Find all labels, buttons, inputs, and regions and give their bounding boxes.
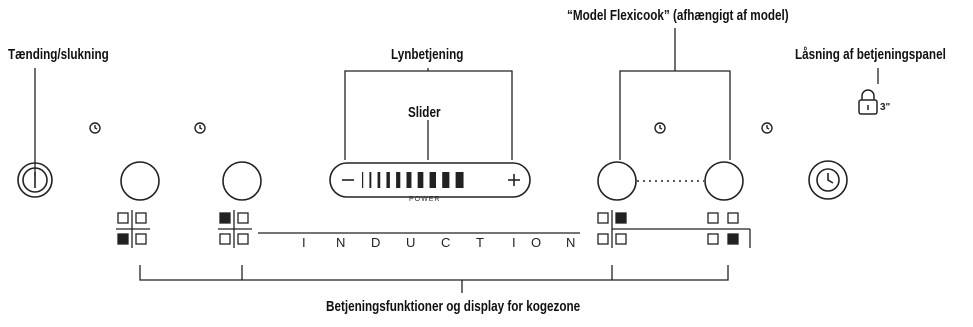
- zone-button-3: [597, 161, 637, 201]
- induction-letter: T: [476, 235, 484, 250]
- label-flexicook: “Model Flexicook” (afhængigt af model): [567, 7, 789, 24]
- slider-level-bars: [362, 172, 464, 188]
- induction-letter: C: [441, 235, 451, 250]
- zone-display-1: [116, 210, 150, 248]
- callout-zone-bracket: [139, 265, 729, 281]
- power-button: [17, 162, 53, 198]
- timer-icon: [761, 122, 773, 134]
- power-slider: [329, 162, 531, 198]
- induction-letter: I: [302, 235, 306, 250]
- callout-flexi-bracket: [619, 70, 731, 160]
- slider-level-bar: [417, 172, 424, 188]
- slider-level-bar: [429, 172, 436, 188]
- callout-quick-bracket: [344, 70, 513, 160]
- lock-duration: 3": [880, 102, 891, 113]
- timer-icon: [654, 122, 666, 134]
- label-slider: Slider: [408, 104, 441, 121]
- slider-level-bar: [362, 172, 364, 188]
- label-quick-control: Lynbetjening: [391, 46, 464, 63]
- zone-button-1: [120, 161, 160, 201]
- slider-level-bar: [396, 172, 401, 188]
- label-power-switch: Tænding/slukning: [8, 46, 109, 63]
- slider-level-bar: [406, 172, 412, 188]
- zone-display-2: [218, 210, 252, 248]
- label-panel-lock: Låsning af betjeningspanel: [795, 46, 946, 63]
- slider-level-bar: [386, 172, 390, 188]
- induction-letter: O: [531, 235, 542, 250]
- timer-button: [808, 160, 848, 200]
- label-zone-controls: Betjeningsfunktioner og display for koge…: [326, 298, 581, 315]
- zone-button-4: [704, 161, 744, 201]
- zone-display-3: [597, 210, 751, 248]
- timer-icon: [89, 122, 101, 134]
- slider-level-bar: [455, 172, 464, 188]
- slider-level-bar: [442, 172, 450, 188]
- padlock-icon: [858, 89, 878, 115]
- induction-letter: N: [336, 235, 346, 250]
- timer-icon: [194, 122, 206, 134]
- zone-display-4: [707, 212, 739, 245]
- induction-letter: N: [566, 235, 576, 250]
- induction-letter: U: [406, 235, 416, 250]
- induction-letter: I: [512, 235, 516, 250]
- zone-button-2: [222, 161, 262, 201]
- slider-level-bar: [369, 172, 372, 188]
- induction-letter: D: [371, 235, 381, 250]
- power-text: POWER: [409, 196, 441, 203]
- induction-text: I N D U C T I O N: [0, 235, 973, 251]
- slider-level-bar: [377, 172, 381, 188]
